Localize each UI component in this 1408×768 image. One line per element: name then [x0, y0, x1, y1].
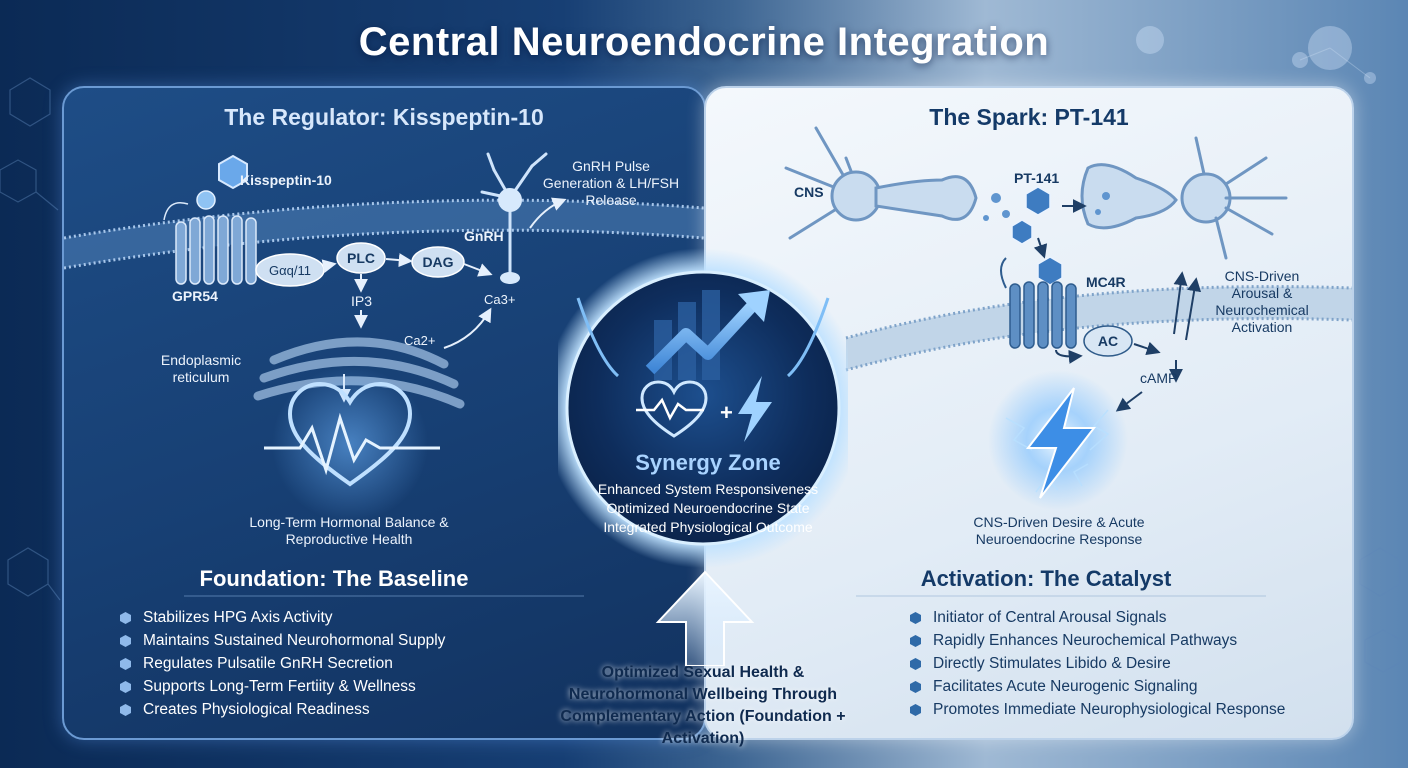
- trend-arrow-icon: [645, 299, 759, 375]
- plc-node: [336, 242, 386, 274]
- activation-heading: Activation: The Catalyst: [920, 566, 1172, 591]
- ca2-cell-label: Ca3+: [484, 292, 516, 307]
- galpha-label: Gαq/11: [269, 263, 311, 278]
- camp-label: cAMP: [1140, 370, 1178, 386]
- activation-bullet: Promotes Immediate Neurophysiological Re…: [908, 698, 1285, 721]
- synergy-zone-title: Synergy Zone: [635, 450, 781, 475]
- hexagon-bullet-icon: [120, 704, 131, 716]
- cns-label: CNS: [794, 184, 824, 200]
- activation-bullet: Directly Stimulates Libido & Desire: [908, 652, 1285, 675]
- dag-label: DAG: [422, 254, 454, 270]
- hexagon-bullet-icon: [120, 681, 131, 693]
- synergy-line: Integrated Physiological Outcome: [603, 519, 813, 535]
- hexagon-bullet-icon: [120, 658, 131, 670]
- page-title: Central Neuroendocrine Integration: [358, 20, 1050, 64]
- hexagon-bullet-icon: [910, 681, 921, 693]
- cell-membrane-right: [846, 286, 1352, 370]
- hexagon-bullet-icon: [910, 635, 921, 647]
- activation-bullet: Facilitates Acute Neurogenic Signaling: [908, 675, 1285, 698]
- svg-text:+: +: [720, 400, 733, 425]
- hexagon-bullet-icon: [120, 635, 131, 647]
- mc4r-label: MC4R: [1086, 274, 1126, 290]
- right-outcome-label: CNS-Driven Desire & Acute Neuroendocrine…: [973, 514, 1145, 547]
- upward-arrow-icon: [655, 570, 755, 666]
- activation-bullet-list: Initiator of Central Arousal Signals Rap…: [908, 606, 1285, 721]
- hexagon-bullet-icon: [910, 612, 921, 624]
- ac-label: AC: [1097, 333, 1119, 349]
- synergy-zone-text: Synergy Zone Enhanced System Responsiven…: [558, 450, 858, 537]
- foundation-heading: Foundation: The Baseline: [199, 566, 469, 591]
- hexagon-bullet-icon: [910, 704, 921, 716]
- hexagon-bullet-icon: [120, 612, 131, 624]
- lightning-bolt-icon: [1025, 387, 1097, 499]
- hexagon-bullet-icon: [910, 658, 921, 670]
- ip3-label: IP3: [351, 293, 373, 309]
- ac-node: [1083, 325, 1133, 357]
- mc4r-receptor-icon: [1009, 281, 1077, 349]
- gnrh-label: GnRH: [464, 228, 504, 244]
- gnrh-pulse-label: GnRH Pulse Generation & LH/FSH Release: [542, 158, 680, 208]
- foundation-bullet: Supports Long-Term Fertiity & Wellness: [118, 675, 445, 698]
- foundation-bullet: Creates Physiological Readiness: [118, 698, 445, 721]
- presynaptic-neuron-icon: [784, 126, 978, 240]
- lightning-icon: [738, 376, 772, 442]
- foundation-bullet: Maintains Sustained Neurohormonal Supply: [118, 629, 445, 652]
- arousal-label: CNS-Driven Arousal & Neurochemical Activ…: [1215, 268, 1309, 335]
- foundation-bullet: Regulates Pulsatile GnRH Secretion: [118, 652, 445, 675]
- gpr54-label: GPR54: [172, 288, 218, 304]
- kisspeptin-molecule-icon: [218, 154, 248, 190]
- heart-icon: [640, 380, 708, 438]
- gpr54-receptor-icon: [175, 215, 257, 285]
- ca2-er-label: Ca2+: [404, 333, 436, 348]
- plc-label: PLC: [347, 250, 375, 266]
- bottom-summary-text: Optimized Sexual Health & Neurohormonal …: [560, 664, 846, 747]
- left-outcome-label: Long-Term Hormonal Balance & Reproductiv…: [249, 514, 449, 547]
- activation-bullet: Initiator of Central Arousal Signals: [908, 606, 1285, 629]
- regulator-panel-title: The Regulator: Kisspeptin-10: [224, 104, 544, 130]
- pt141-pathway-diagram: [784, 126, 1352, 597]
- activation-bullet: Rapidly Enhances Neurochemical Pathways: [908, 629, 1285, 652]
- postsynaptic-neuron-icon: [1080, 136, 1288, 260]
- pt141-label: PT-141: [1014, 170, 1060, 186]
- kisspeptin-pathway-diagram: [64, 152, 704, 597]
- synergy-line: Enhanced System Responsiveness: [597, 481, 819, 497]
- synergy-zone-graphic: +: [558, 248, 848, 568]
- er-label: Endoplasmic reticulum: [160, 352, 242, 385]
- pt141-molecule-icon: [1025, 186, 1051, 216]
- kisspeptin-label: Kisspeptin-10: [240, 172, 332, 188]
- heart-pulse-icon: [287, 381, 413, 487]
- synergy-line: Optimized Neuroendocrine State: [606, 500, 810, 516]
- foundation-bullet-list: Stabilizes HPG Axis Activity Maintains S…: [118, 606, 445, 721]
- spark-panel-title: The Spark: PT-141: [929, 104, 1129, 130]
- regulator-panel: The Regulator: Kisspeptin-10: [62, 86, 706, 740]
- foundation-bullet: Stabilizes HPG Axis Activity: [118, 606, 445, 629]
